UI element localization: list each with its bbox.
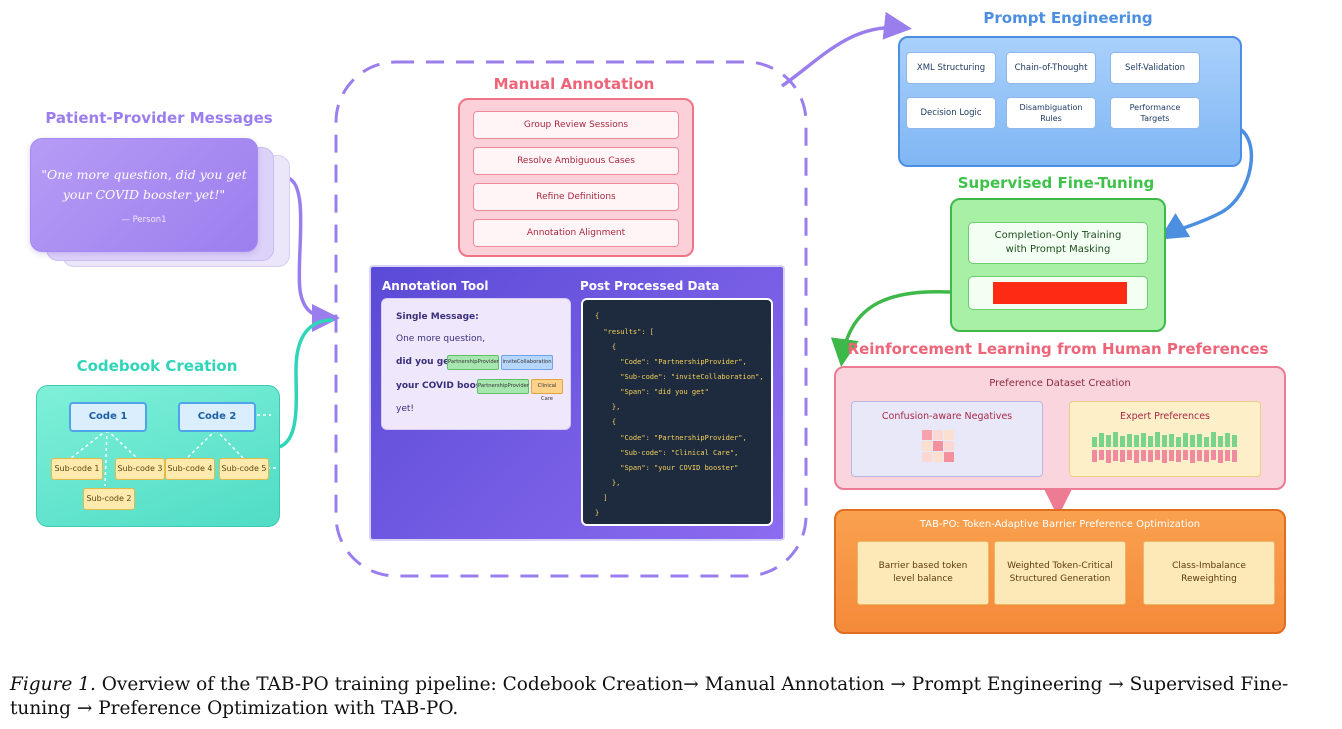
tabpo-panel: TAB-PO: Token-Adaptive Barrier Preferenc… [834,509,1286,634]
prompt-item: XML Structuring [906,52,996,84]
annotation-tool-panel: Annotation Tool Post Processed Data Sing… [369,265,785,541]
post-processed-title: Post Processed Data [580,279,720,293]
tabpo-item: Class-Imbalance Reweighting [1143,541,1275,605]
sub-code-2-box: Sub-code 2 [83,488,135,510]
manual-annotation-panel: Group Review Sessions Resolve Ambiguous … [458,98,694,257]
figure-label: Figure 1. [10,674,96,695]
patient-title: Patient-Provider Messages [45,109,273,127]
json-line: } [595,509,600,517]
message-line: yet! [396,404,414,414]
manual-item: Resolve Ambiguous Cases [473,147,679,175]
message-line: did you get [396,357,454,367]
json-output-panel: { "results": [ { "Code": "PartnershipPro… [581,298,773,526]
message-card: "One more question, did you get your COV… [30,138,258,252]
manual-item: Annotation Alignment [473,219,679,247]
prompt-item: Decision Logic [906,97,996,129]
manual-item: Refine Definitions [473,183,679,211]
prompt-item: Performance Targets [1110,97,1200,129]
single-message-label: Single Message: [396,312,479,322]
prompt-engineering-panel: XML Structuring Chain-of-Thought Self-Va… [898,36,1242,167]
arrow-messages-to-annotation [287,176,340,332]
sub-code-5-box: Sub-code 5 [219,458,269,480]
prompt-title: Prompt Engineering [983,9,1153,27]
prompt-mask-bar [993,282,1127,304]
code-2-box: Code 2 [178,402,256,432]
sft-completion-item: Completion-Only Training with Prompt Mas… [968,222,1148,264]
prompt-item: Self-Validation [1110,52,1200,84]
figure-caption: Figure 1. Overview of the TAB-PO trainin… [10,673,1335,721]
tag-clinical-care: Clinical Care [531,379,563,402]
single-message-panel: Single Message: One more question, did y… [381,298,571,430]
prompt-item: Disambiguation Rules [1006,97,1096,129]
message-line: One more question, [396,334,486,344]
sub-code-3-box: Sub-code 3 [115,458,165,480]
json-line: }, [595,403,621,411]
sub-code-1-box: Sub-code 1 [51,458,103,480]
sub-code-4-box: Sub-code 4 [165,458,215,480]
json-line: { [595,312,600,320]
code-1-box: Code 1 [69,402,147,432]
sft-title: Supervised Fine-Tuning [957,174,1155,192]
preference-dataset-label: Preference Dataset Creation [989,378,1131,389]
json-line: "Span": "your COVID booster" [595,464,739,472]
manual-title: Manual Annotation [493,75,655,93]
preference-bars-icon [1092,432,1237,463]
json-line: ] [595,494,608,502]
json-line: { [595,418,617,426]
arrow-prompt-to-sft [1159,126,1254,240]
json-line: { [595,343,617,351]
tabpo-title: TAB-PO: Token-Adaptive Barrier Preferenc… [919,519,1201,530]
tag-partnership-provider: PartnershipProvider [447,355,499,370]
json-line: "results": [ [595,328,655,336]
message-line: your COVID booster [396,381,496,391]
json-line: "Span": "did you get" [595,388,709,396]
annotation-tool-title: Annotation Tool [382,279,489,293]
message-quote: "One more question, did you get your COV… [41,167,247,202]
arrow-sft-to-rl [830,290,951,367]
json-line: "Sub-code": "inviteCollaboration", [595,373,764,381]
rl-panel: Preference Dataset Creation Confusion-aw… [834,366,1286,490]
confusion-negatives-label: Confusion-aware Negatives [881,411,1013,422]
tag-partnership-provider: PartnershipProvider [477,379,529,394]
codebook-title: Codebook Creation [76,357,238,375]
arrow-annotation-to-prompt [781,11,912,88]
arrow-codebook-to-annotation [278,318,334,449]
tabpo-item: Weighted Token-Critical Structured Gener… [994,541,1126,605]
sft-panel: Completion-Only Training with Prompt Mas… [950,198,1166,332]
json-line: "Code": "PartnershipProvider", [595,434,747,442]
confusion-negatives-panel: Confusion-aware Negatives [851,401,1043,477]
expert-preferences-panel: Expert Preferences [1069,401,1261,477]
rl-title: Reinforcement Learning from Human Prefer… [847,340,1269,358]
json-line: }, [595,479,621,487]
tag-invite-collaboration: inviteCollaboration [501,355,553,370]
json-line: "Sub-code": "Clinical Care", [595,449,739,457]
expert-preferences-label: Expert Preferences [1119,411,1211,422]
figure-caption-text: Overview of the TAB-PO training pipeline… [10,674,1289,719]
codebook-panel: Code 1 Code 2 Sub-code 1 Sub-code 3 Sub-… [36,385,280,527]
message-author: — Person1 [121,215,167,225]
confusion-matrix-icon [922,430,954,462]
sft-mask-item [968,276,1148,310]
manual-item: Group Review Sessions [473,111,679,139]
json-line: "Code": "PartnershipProvider", [595,358,747,366]
prompt-item: Chain-of-Thought [1006,52,1096,84]
tabpo-item: Barrier based token level balance [857,541,989,605]
codebook-tree-lines [70,414,279,487]
